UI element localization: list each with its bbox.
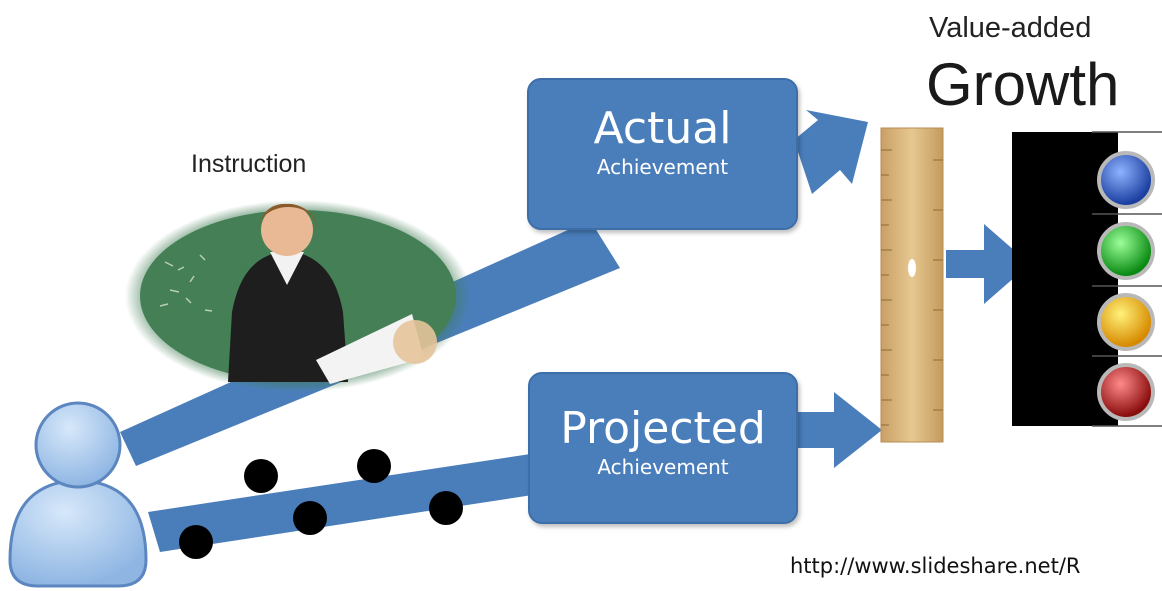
actual-achievement-box: Actual Achievement bbox=[527, 78, 798, 230]
actual-arrow bbox=[794, 110, 868, 194]
actual-subtitle: Achievement bbox=[596, 155, 729, 179]
instruction-label: Instruction bbox=[191, 150, 307, 178]
yellow-light-icon bbox=[1097, 293, 1155, 351]
green-light-icon bbox=[1097, 222, 1155, 280]
teacher-photo bbox=[125, 200, 471, 392]
indicator-lights bbox=[1097, 151, 1155, 421]
data-point bbox=[244, 459, 278, 493]
data-point bbox=[429, 491, 463, 525]
projected-achievement-box: Projected Achievement bbox=[528, 372, 798, 524]
data-point bbox=[293, 501, 327, 535]
actual-title: Actual bbox=[593, 103, 732, 154]
value-added-label: Value-added bbox=[929, 12, 1092, 44]
light-ledges bbox=[1092, 131, 1162, 427]
data-points bbox=[179, 449, 463, 559]
source-url: http://www.slideshare.net/R bbox=[790, 554, 1081, 578]
projected-path-band bbox=[148, 448, 578, 552]
ruler-icon bbox=[880, 127, 944, 443]
projected-title: Projected bbox=[560, 403, 766, 454]
blue-light-icon bbox=[1097, 151, 1155, 209]
red-light-icon bbox=[1097, 363, 1155, 421]
projected-arrow bbox=[796, 392, 882, 468]
projected-subtitle: Achievement bbox=[597, 455, 729, 479]
user-icon bbox=[8, 401, 148, 588]
data-point bbox=[179, 525, 213, 559]
growth-arrow bbox=[946, 224, 1030, 304]
data-point bbox=[357, 449, 391, 483]
growth-label: Growth bbox=[926, 51, 1120, 118]
